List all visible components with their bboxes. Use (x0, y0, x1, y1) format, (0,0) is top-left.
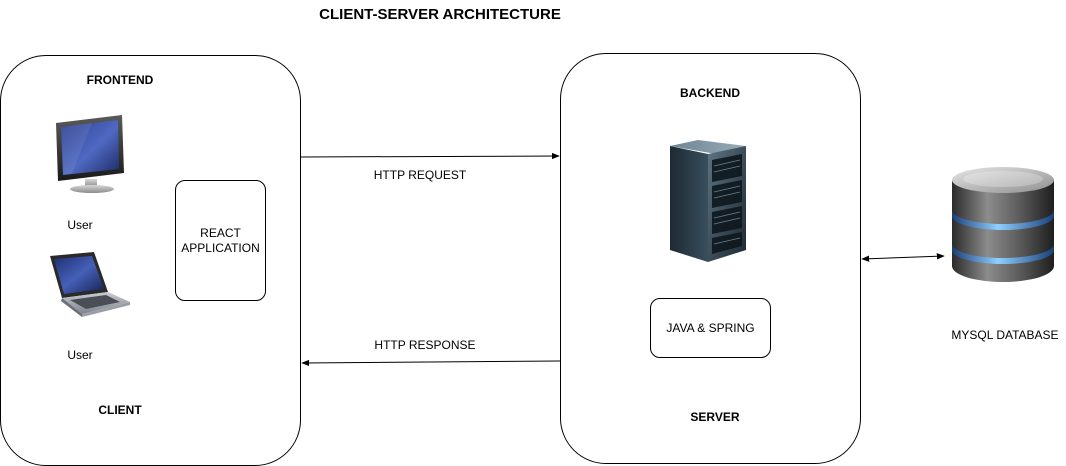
server-footer-label: SERVER (690, 410, 740, 424)
desktop-monitor-icon (56, 115, 124, 193)
server-rack-icon (670, 140, 746, 262)
react-application-box: REACT APPLICATION (175, 180, 266, 301)
client-footer-label: CLIENT (98, 403, 142, 417)
diagram-title: CLIENT-SERVER ARCHITECTURE (319, 6, 561, 23)
mysql-database-label: MYSQL DATABASE (951, 328, 1059, 342)
frontend-heading: FRONTEND (86, 73, 154, 87)
http-request-label: HTTP REQUEST (373, 168, 467, 182)
database-icon (952, 167, 1054, 282)
http-request-arrow (300, 152, 560, 160)
laptop-icon (50, 252, 130, 317)
http-response-label: HTTP RESPONSE (374, 338, 476, 352)
user-label-laptop: User (67, 348, 93, 362)
java-spring-box: JAVA & SPRING (650, 298, 771, 358)
http-response-arrow (301, 359, 561, 367)
user-label-desktop: User (67, 218, 93, 232)
backend-heading: BACKEND (680, 86, 740, 100)
database-link-arrow (861, 253, 945, 262)
